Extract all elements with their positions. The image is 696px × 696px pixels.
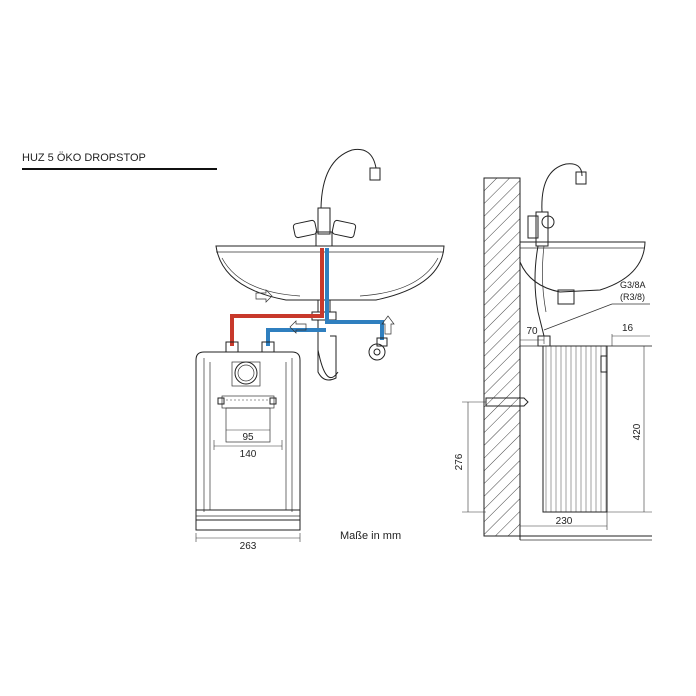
cold-water-inlet-pipe [266, 328, 326, 346]
flow-arrow-right-icon [255, 289, 273, 303]
wall-hatched [483, 177, 521, 537]
thread-label: G3/8A [620, 280, 646, 290]
front-view: 95 140 263 [195, 148, 445, 552]
flow-arrow-up-icon [381, 315, 395, 335]
dim-label-95: 95 [242, 432, 254, 443]
dim-label-16: 16 [622, 323, 634, 334]
sink-inner-right [359, 257, 439, 297]
faucet-side [527, 163, 587, 247]
cold-water-pipe [325, 248, 384, 340]
drain-side [557, 289, 575, 305]
water-heater-front [195, 351, 301, 531]
dim-label-70: 70 [526, 326, 538, 337]
dim-label-276: 276 [454, 453, 465, 470]
angle-valve [368, 337, 388, 361]
sink-side [519, 241, 646, 293]
flow-arrow-left-icon [289, 320, 307, 334]
hot-water-pipe [230, 248, 324, 346]
side-view: G3/8A (R3/8) 70 16 420 276 [454, 163, 652, 541]
dim-label-230: 230 [556, 516, 573, 527]
supply-hose [534, 245, 545, 337]
dim-label-420: 420 [632, 423, 643, 440]
thread-label-alt: (R3/8) [620, 292, 645, 302]
sink-basin [215, 245, 445, 301]
sink-inner-left [221, 257, 301, 297]
title: HUZ 5 ÖKO DROPSTOP [22, 152, 146, 164]
water-heater-side [520, 345, 652, 513]
faucet [292, 148, 381, 247]
wall-screw [485, 397, 529, 407]
dim-label-140: 140 [240, 449, 257, 460]
dim-label-263: 263 [240, 541, 257, 552]
units-note: Maße in mm [340, 530, 401, 542]
